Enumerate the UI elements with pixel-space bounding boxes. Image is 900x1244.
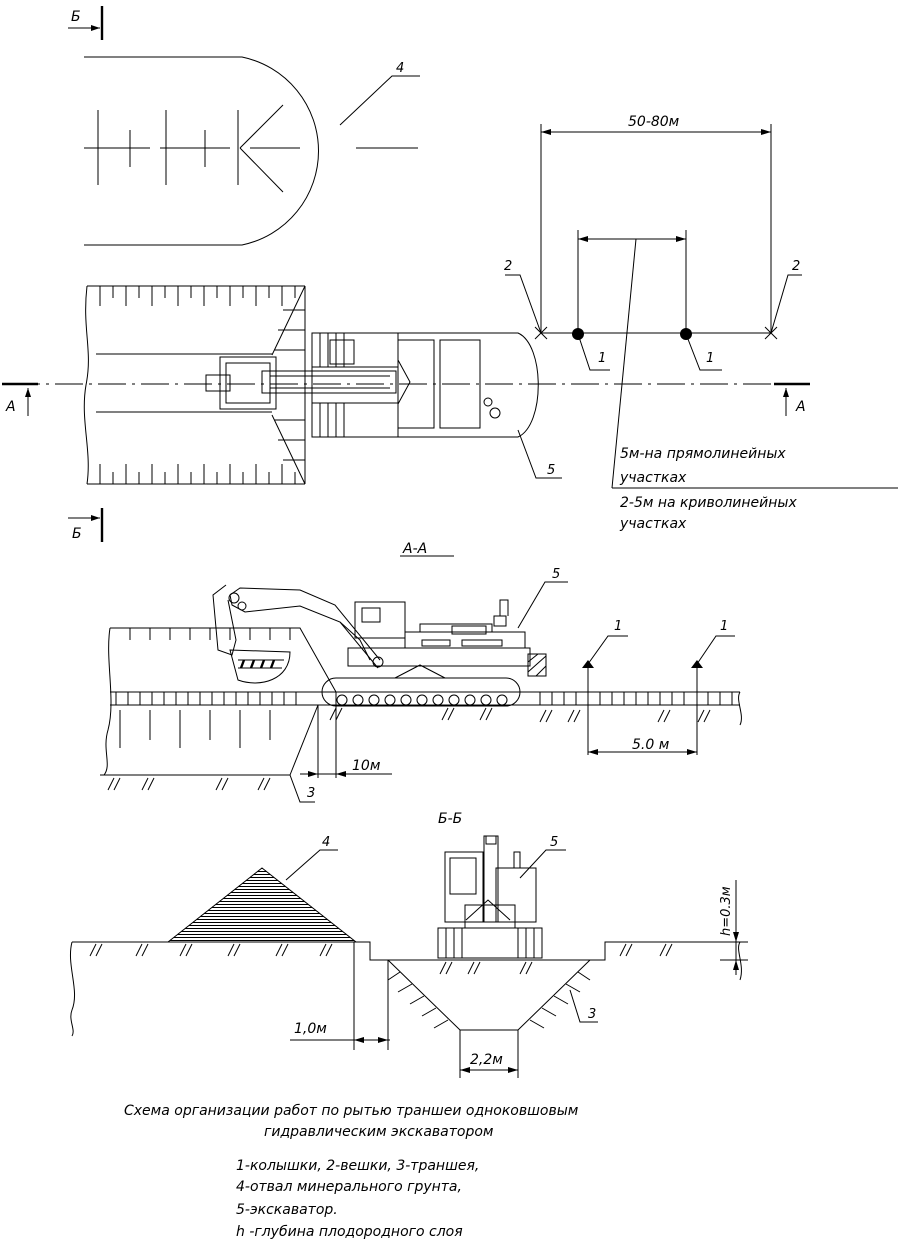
legend-line-4: h -глубина плодородного слоя (236, 1224, 463, 1240)
section-a-label-left: А (5, 399, 16, 415)
section-b-b: Б-Б (70, 811, 748, 1078)
section-a-a: А-А (100, 541, 742, 803)
spoil-pile-section: 4 (166, 835, 358, 943)
callout-4-bb: 4 (322, 835, 330, 850)
excavator-front: 5 (437, 835, 566, 959)
dim-1-0m: 1,0м (294, 1021, 327, 1037)
dim-50-80: 50-80м (628, 114, 680, 130)
spoil-heap-plan: 4 (84, 56, 420, 246)
section-mark-b-bottom: Б (68, 508, 104, 542)
excavator-plan: 5 (205, 332, 562, 479)
callout-3-aa: 3 (307, 786, 315, 801)
caption-line-2: гидравлическим экскаватором (264, 1124, 494, 1140)
callout-1-aa-left: 1 (614, 619, 622, 634)
caption-block: Схема организации работ по рытью траншеи… (124, 1103, 579, 1140)
section-aa-title: А-А (402, 541, 427, 557)
section-b-label-bottom: Б (72, 526, 82, 542)
caption-line-1: Схема организации работ по рытью траншеи… (124, 1103, 579, 1119)
dims-bb: 1,0м 2,2м h=0.3м 3 (290, 880, 748, 1078)
note-line-4: участках (619, 516, 687, 532)
dim-5-0m: 5.0 м (632, 737, 670, 753)
callout-2-left: 2 (504, 259, 512, 274)
callout-5-plan: 5 (547, 463, 555, 478)
section-mark-a-right: А (774, 382, 810, 416)
offset-aa: 10м 3 (289, 692, 392, 803)
note-line-2: участках (619, 470, 687, 486)
dim-10m: 10м (352, 758, 381, 774)
section-b-label-top: Б (71, 9, 81, 25)
stakes-aa: 1 1 5.0 м (582, 619, 735, 755)
legend-line-1: 1-колышки, 2-вешки, 3-траншея, (236, 1158, 479, 1174)
callout-3-bb: 3 (588, 1007, 596, 1022)
callout-5-aa: 5 (552, 567, 560, 582)
callout-1-aa-right: 1 (720, 619, 728, 634)
section-bb-title: Б-Б (438, 811, 462, 827)
section-mark-a-left: А (2, 382, 38, 416)
section-mark-b-top: Б (68, 6, 104, 40)
section-a-label-right: А (795, 399, 806, 415)
note-line-3: 2-5м на криволинейных (620, 495, 797, 511)
dim-2-2m: 2,2м (470, 1052, 503, 1068)
callout-1-left: 1 (598, 351, 606, 366)
legend-line-2: 4-отвал минерального грунта, (236, 1179, 462, 1195)
dim-h-0-3m: h=0.3м (719, 886, 734, 936)
callout-5-bb: 5 (550, 835, 558, 850)
excavator-side: 5 (212, 567, 568, 707)
callout-1-right: 1 (706, 351, 714, 366)
callout-4-plan: 4 (396, 61, 404, 76)
staking-layout: 50-80м 2 2 1 1 (504, 114, 898, 532)
legend-block: 1-колышки, 2-вешки, 3-траншея, 4-отвал м… (236, 1158, 479, 1240)
plan-view: Б 4 (2, 6, 898, 542)
callout-2-right: 2 (792, 259, 800, 274)
trench-plan (83, 285, 306, 485)
legend-line-3: 5-экскаватор. (236, 1202, 338, 1218)
note-line-1: 5м-на прямолинейных (620, 446, 786, 462)
